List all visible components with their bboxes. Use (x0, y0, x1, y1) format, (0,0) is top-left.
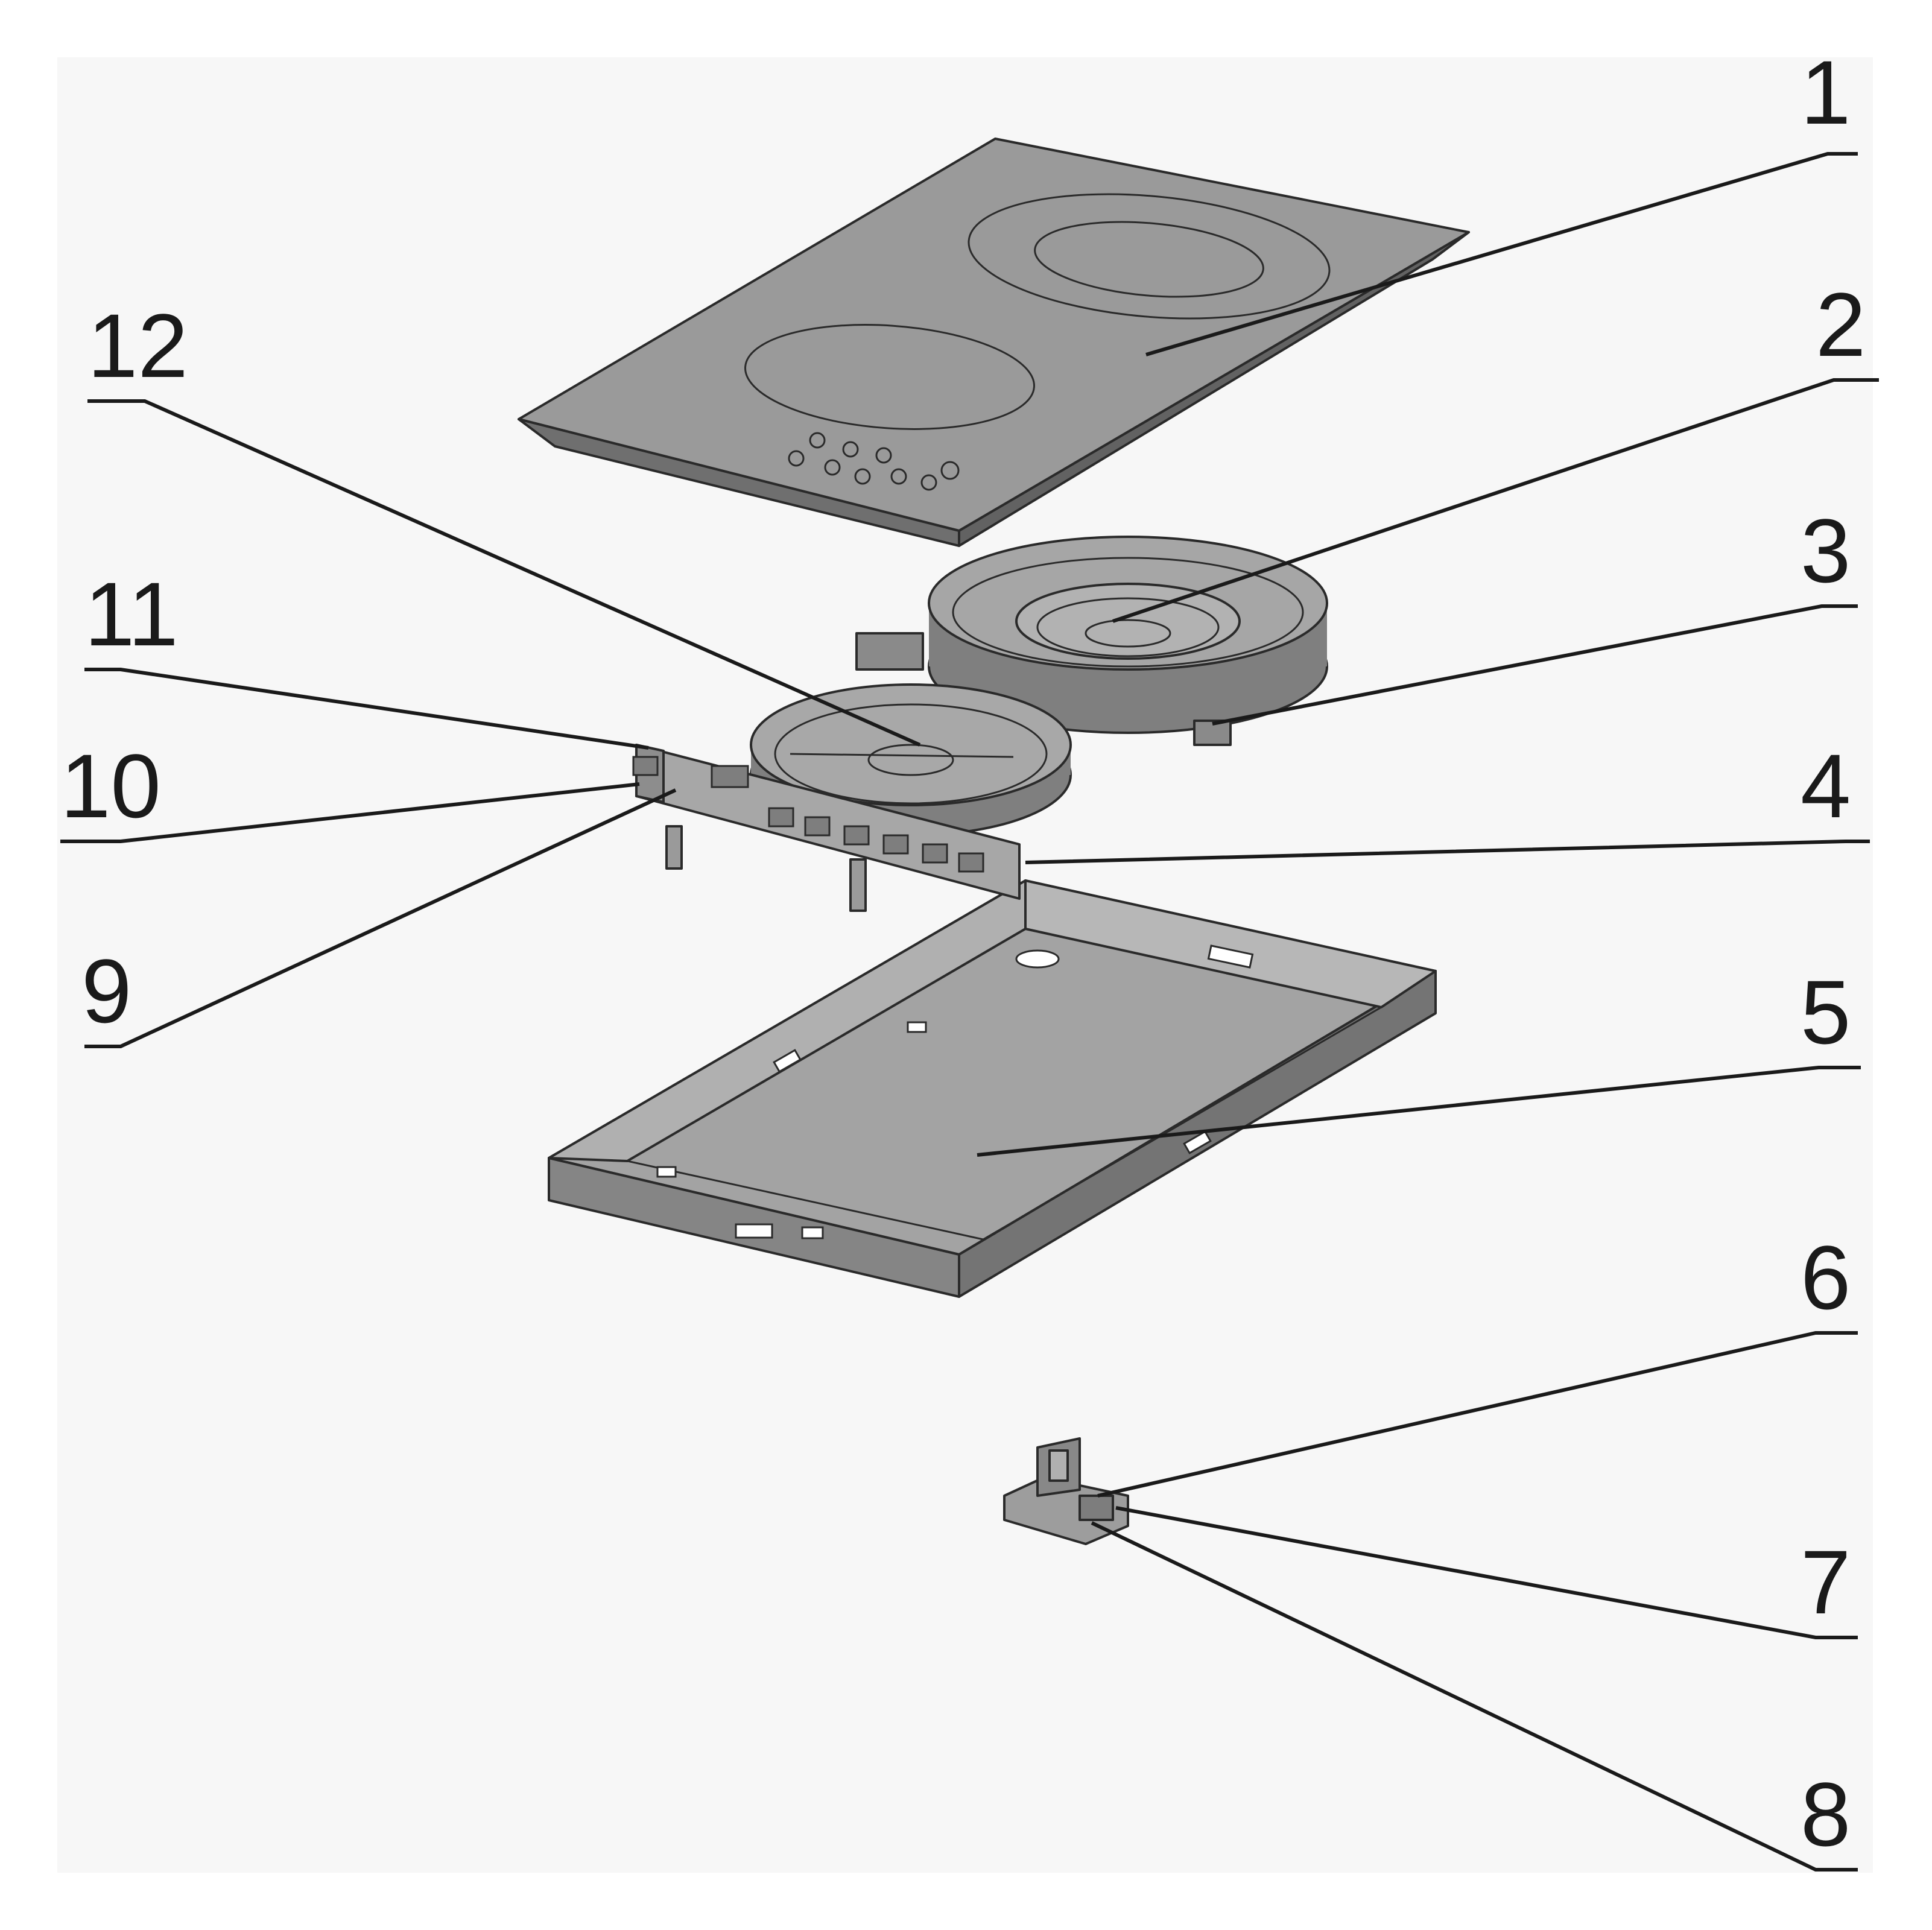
callout-10: 10 (60, 735, 640, 843)
callout-label-6: 6 (1801, 1227, 1851, 1328)
callout-7: 7 (1115, 1506, 1858, 1639)
callout-12: 12 (87, 295, 921, 747)
callout-label-1: 1 (1801, 42, 1851, 143)
callout-5: 5 (977, 961, 1861, 1157)
callout-label-4: 4 (1801, 735, 1851, 837)
callout-label-9: 9 (81, 940, 131, 1042)
callout-label-2: 2 (1816, 274, 1866, 375)
callout-6: 6 (1097, 1227, 1858, 1498)
callout-label-10: 10 (60, 735, 161, 837)
radiant-heater-large (855, 536, 1328, 746)
callout-label-8: 8 (1801, 1764, 1851, 1865)
glass-cooktop (518, 138, 1470, 547)
callout-9: 9 (81, 788, 677, 1048)
callout-label-3: 3 (1801, 500, 1851, 601)
control-panel (632, 744, 1021, 912)
callout-label-11: 11 (84, 563, 179, 665)
callout-2: 2 (1112, 274, 1879, 623)
callout-4: 4 (1025, 735, 1870, 864)
callout-8: 8 (1091, 1521, 1858, 1871)
callout-label-5: 5 (1801, 961, 1851, 1063)
callout-label-12: 12 (87, 295, 188, 396)
callout-1: 1 (1145, 42, 1858, 356)
callout-label-7: 7 (1801, 1531, 1851, 1633)
callout-3: 3 (1212, 500, 1858, 726)
callout-11: 11 (84, 563, 649, 750)
